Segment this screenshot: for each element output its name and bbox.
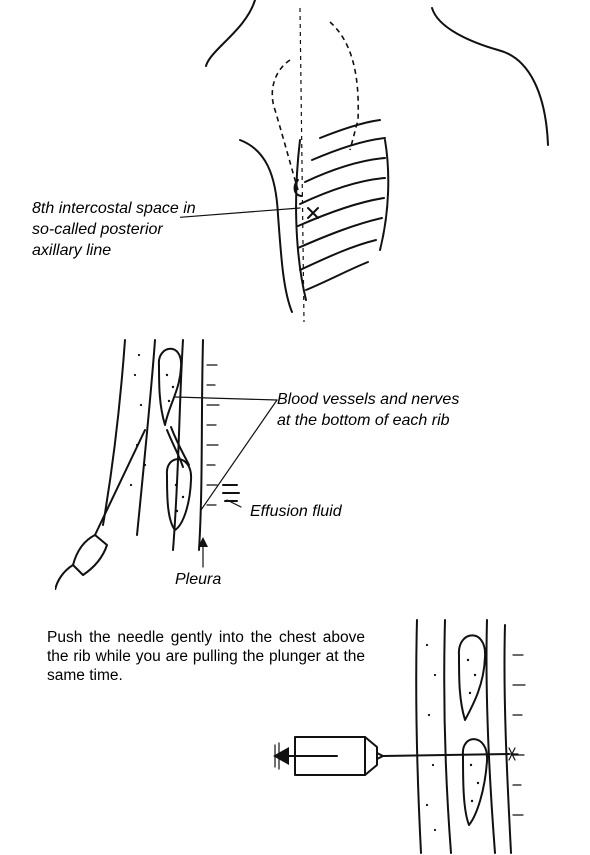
vessels-label-line1: Blood vessels and nerves — [277, 389, 547, 410]
rib-cross-section — [55, 335, 315, 590]
intercostal-label: 8th intercostal space in so-called poste… — [32, 198, 232, 261]
vessels-label: Blood vessels and nerves at the bottom o… — [277, 389, 547, 431]
torso-figure — [180, 0, 580, 325]
intercostal-label-line3: axillary line — [32, 240, 232, 261]
intercostal-label-line2: so-called posterior — [32, 219, 232, 240]
pleura-label: Pleura — [175, 569, 221, 590]
vessels-label-line2: at the bottom of each rib — [277, 410, 547, 431]
effusion-label: Effusion fluid — [250, 501, 342, 522]
needle-insertion-diagram — [265, 615, 535, 855]
intercostal-label-line1: 8th intercostal space in — [32, 198, 232, 219]
